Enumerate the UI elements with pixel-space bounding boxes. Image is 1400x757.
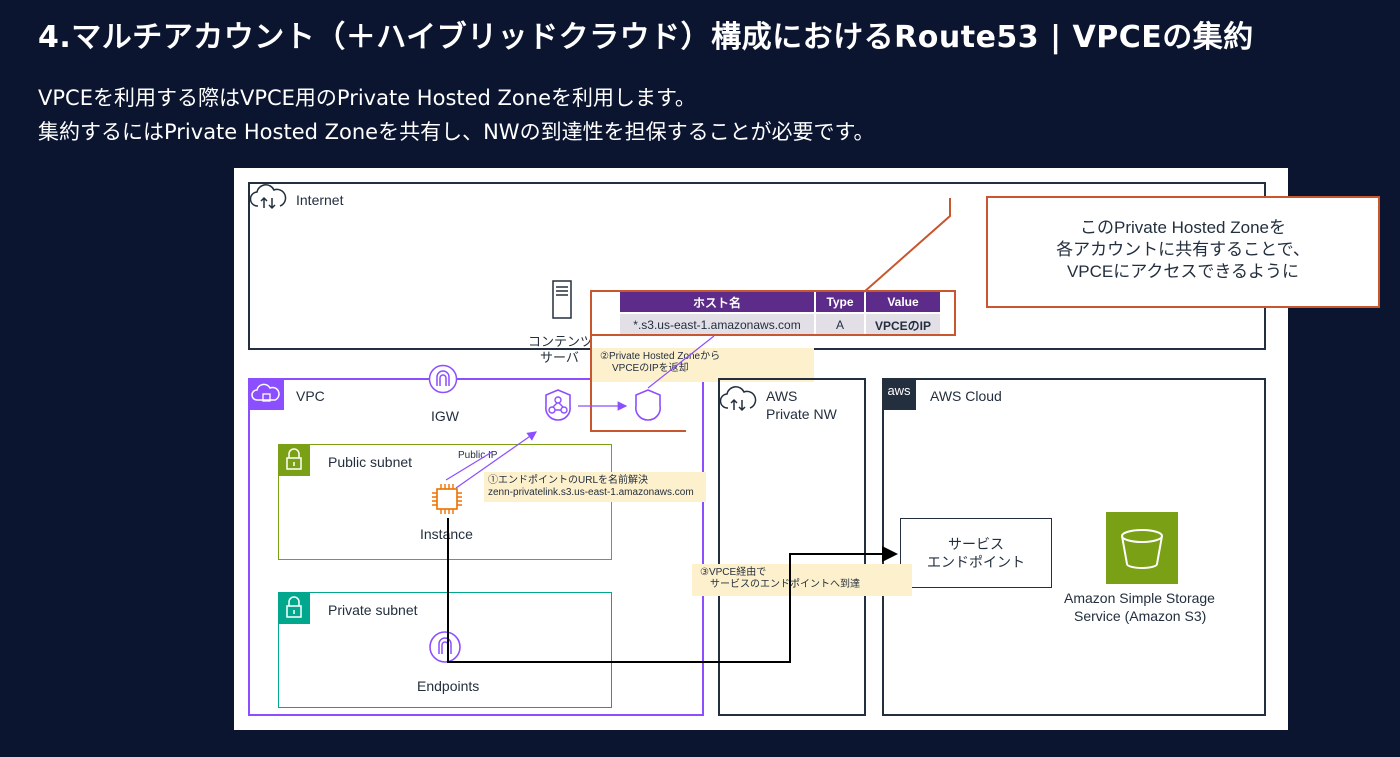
aws-cloud-label: AWS Cloud bbox=[930, 388, 1002, 404]
public-ip-line bbox=[445, 451, 493, 481]
dns-record-table: ホスト名 Type Value *.s3.us-east-1.amazonaws… bbox=[620, 292, 942, 336]
server-icon bbox=[551, 280, 573, 320]
step1-note-line1: ①エンドポイントのURLを名前解決 bbox=[488, 475, 649, 486]
step1-note-line2: zenn-privatelink.s3.us-east-1.amazonaws.… bbox=[488, 487, 694, 498]
subtitle-line-1: VPCEを利用する際はVPCE用のPrivate Hosted Zoneを利用し… bbox=[38, 86, 696, 110]
phz-to-table-line bbox=[647, 335, 715, 389]
route53-resolver-icon bbox=[540, 388, 576, 422]
dns-cell-value: VPCEのIP bbox=[865, 312, 942, 336]
aws-private-nw-label-1: AWS bbox=[766, 388, 798, 404]
subtitle-line-2: 集約するにはPrivate Hosted Zoneを共有し、NWの到達性を担保す… bbox=[38, 120, 875, 144]
step1-note: ①エンドポイントのURLを名前解決 zenn-privatelink.s3.us… bbox=[484, 472, 706, 502]
vpc-endpoint-icon bbox=[428, 630, 462, 664]
public-subnet-label: Public subnet bbox=[328, 454, 413, 470]
instance-label: Instance bbox=[420, 526, 473, 542]
step2-note: ②Private Hosted Zoneから VPCEのIPを返却 bbox=[592, 348, 814, 382]
content-server-label-2: サーバ bbox=[540, 350, 579, 365]
aws-logo-icon: aws bbox=[882, 378, 916, 410]
internet-gateway-icon bbox=[428, 364, 458, 394]
service-endpoint-box: サービス エンドポイント bbox=[900, 518, 1052, 588]
aws-private-nw-cloud-icon bbox=[718, 384, 758, 416]
private-subnet-label: Private subnet bbox=[328, 602, 418, 618]
private-hosted-zone-icon bbox=[630, 388, 666, 424]
step3-note-line2: サービスのエンドポイントへ到達 bbox=[710, 579, 860, 590]
aws-private-nw-label-2: Private NW bbox=[766, 406, 837, 422]
private-subnet-group bbox=[278, 592, 612, 708]
callout-line-2: 各アカウントに共有することで、 bbox=[1056, 240, 1310, 259]
dns-cell-type: A bbox=[815, 312, 866, 336]
vpc-icon bbox=[248, 378, 284, 410]
vpc-label: VPC bbox=[296, 388, 325, 404]
igw-label: IGW bbox=[431, 408, 459, 424]
internet-cloud-icon bbox=[248, 182, 288, 214]
service-endpoint-label-1: サービス bbox=[948, 536, 1004, 552]
step3-note-line1: ③VPCE経由で bbox=[700, 567, 767, 578]
dns-header-value: Value bbox=[865, 292, 942, 313]
callout-leader-line bbox=[863, 198, 951, 293]
endpoints-label: Endpoints bbox=[417, 678, 480, 694]
dns-table-highlight-box bbox=[590, 290, 956, 336]
dns-header-hostname: ホスト名 bbox=[620, 292, 816, 313]
vpce-traffic-path bbox=[447, 518, 898, 663]
public-subnet-group bbox=[278, 444, 612, 560]
s3-label-1: Amazon Simple Storage bbox=[1064, 590, 1215, 606]
content-server-label-1: コンテンツ bbox=[528, 334, 594, 349]
step2-note-line2: VPCEのIPを返却 bbox=[612, 363, 689, 374]
s3-bucket-icon bbox=[1106, 512, 1178, 584]
page-title: 4.マルチアカウント（＋ハイブリッドクラウド）構成におけるRoute53 | V… bbox=[38, 20, 1254, 55]
dns-cell-hostname: *.s3.us-east-1.amazonaws.com bbox=[620, 312, 816, 336]
vpc-group bbox=[248, 378, 704, 716]
callout-line-3: VPCEにアクセスできるように bbox=[1066, 262, 1300, 281]
private-subnet-lock-icon bbox=[278, 592, 310, 624]
ec2-instance-icon bbox=[430, 482, 464, 516]
dns-query-arrow bbox=[455, 431, 537, 489]
step3-note: ③VPCE経由で サービスのエンドポイントへ到達 bbox=[692, 564, 912, 596]
aws-private-nw-group bbox=[718, 378, 866, 716]
public-ip-label: Public IP bbox=[458, 450, 498, 461]
phz-share-callout: このPrivate Hosted Zoneを 各アカウントに共有することで、 V… bbox=[986, 196, 1380, 308]
s3-label-2: Service (Amazon S3) bbox=[1074, 608, 1207, 624]
aws-logo-text: aws bbox=[887, 383, 911, 398]
service-endpoint-label-2: エンドポイント bbox=[927, 554, 1025, 570]
public-subnet-lock-icon bbox=[278, 444, 310, 476]
dns-header-type: Type bbox=[815, 292, 866, 313]
diagram-connectors bbox=[445, 198, 951, 663]
callout-line-1: このPrivate Hosted Zoneを bbox=[1080, 218, 1286, 237]
internet-label: Internet bbox=[296, 192, 344, 208]
step2-note-line1: ②Private Hosted Zoneから bbox=[600, 351, 721, 362]
